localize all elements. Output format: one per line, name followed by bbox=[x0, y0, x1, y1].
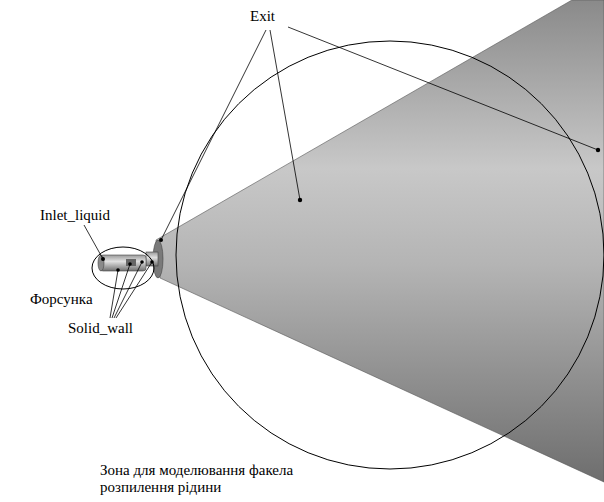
spray-cone bbox=[156, 0, 604, 482]
leader-line bbox=[114, 262, 142, 318]
nozzle-inlet-face bbox=[98, 255, 104, 271]
nozzle-tip bbox=[146, 252, 158, 266]
leader-dot bbox=[150, 260, 154, 264]
spray-zone-outline bbox=[176, 41, 604, 469]
boundary-label: Solid_wall bbox=[68, 320, 133, 337]
leader-line bbox=[288, 27, 598, 150]
leader-dot bbox=[128, 262, 132, 266]
leader-dot bbox=[101, 257, 105, 261]
boundary-label: Exit bbox=[250, 8, 275, 25]
leader-line bbox=[84, 225, 103, 259]
leader-line bbox=[270, 30, 300, 200]
nozzle-detail bbox=[126, 259, 136, 266]
boundary-label: Inlet_liquid bbox=[40, 207, 110, 224]
leader-dot bbox=[298, 198, 302, 202]
leader-dot bbox=[159, 238, 163, 242]
leader-dot bbox=[140, 260, 144, 264]
leader-line bbox=[161, 30, 266, 240]
leader-dot bbox=[116, 268, 120, 272]
zone-caption: Зона для моделювання факела розпилення р… bbox=[100, 462, 315, 496]
leader-line bbox=[116, 262, 152, 318]
leader-dot bbox=[596, 148, 600, 152]
nozzle-zone-outline bbox=[92, 247, 154, 289]
part-label: Форсунка bbox=[30, 291, 93, 308]
